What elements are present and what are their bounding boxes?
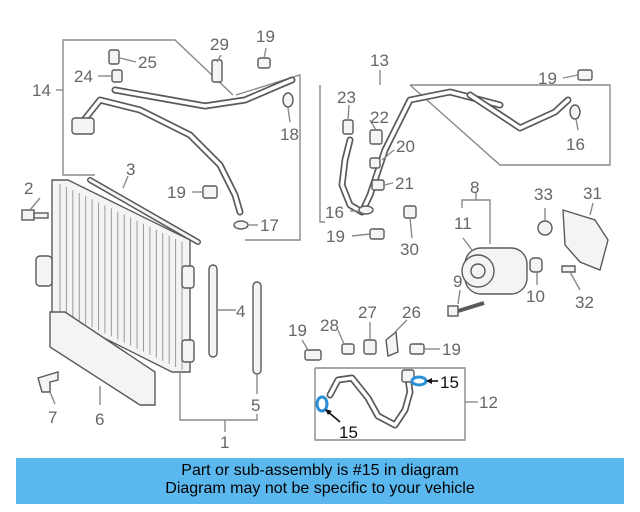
callout-30: 30 xyxy=(400,240,419,259)
callout-24: 24 xyxy=(74,67,93,86)
group-13-frame-right xyxy=(409,84,611,166)
callout-19-condenser: 19 xyxy=(167,183,186,202)
part-26-bracket xyxy=(385,330,399,357)
callout-1: 1 xyxy=(220,433,229,452)
callout-31: 31 xyxy=(583,184,602,203)
callout-13: 13 xyxy=(370,51,389,70)
callout-12: 12 xyxy=(479,393,498,412)
leader-lines xyxy=(29,47,594,432)
callout-20: 20 xyxy=(396,137,415,156)
callout-21: 21 xyxy=(395,174,414,193)
part-7-bracket xyxy=(37,371,59,393)
part-19-bolt-b xyxy=(409,343,425,355)
callout-19-top-right: 19 xyxy=(538,69,557,88)
callout-25: 25 xyxy=(138,53,157,72)
callout-14: 14 xyxy=(32,81,51,100)
group-14-frame-right xyxy=(235,74,301,241)
callout-15-lower: 15 xyxy=(339,423,358,442)
callout-7: 7 xyxy=(48,408,57,427)
callout-33: 33 xyxy=(534,185,553,204)
part-27-clip xyxy=(363,339,377,355)
group-13-frame xyxy=(319,85,325,223)
callout-3: 3 xyxy=(126,160,135,179)
part-4-tube xyxy=(208,264,218,358)
part-5-tube xyxy=(252,281,262,375)
part-10-bushing xyxy=(529,257,543,273)
part-28-grommet xyxy=(341,343,355,355)
callout-19-middle: 19 xyxy=(326,227,345,246)
part-9-bolt xyxy=(447,301,485,317)
part-6-panel xyxy=(49,311,156,406)
part-2-bolt xyxy=(21,209,49,221)
callout-6: 6 xyxy=(95,410,104,429)
callout-11: 11 xyxy=(454,214,472,233)
part-19-bolt-a xyxy=(304,349,322,361)
parts-diagram: 1 2 3 4 5 6 7 8 9 10 11 12 13 14 15 15 1… xyxy=(21,27,611,452)
callout-26: 26 xyxy=(402,303,421,322)
compressor xyxy=(461,247,528,295)
callout-10: 10 xyxy=(526,287,545,306)
callout-8: 8 xyxy=(470,178,479,197)
callout-27: 27 xyxy=(358,303,377,322)
callout-19-bottom-left: 19 xyxy=(288,321,307,340)
condenser-core xyxy=(35,179,195,373)
group-12-frame xyxy=(314,367,466,441)
banner-line-part-number: Part or sub-assembly is #15 in diagram xyxy=(181,462,459,479)
callout-numbers: 1 2 3 4 5 6 7 8 9 10 11 12 13 14 15 15 1… xyxy=(24,27,602,452)
callout-19-top-left: 19 xyxy=(256,27,275,46)
callout-15-upper: 15 xyxy=(440,373,459,392)
callout-29: 29 xyxy=(210,35,229,54)
callout-22: 22 xyxy=(370,108,389,127)
callout-16-right: 16 xyxy=(566,135,585,154)
part-15-o-ring-upper xyxy=(410,375,428,387)
part-32-clip xyxy=(561,265,576,273)
callout-18: 18 xyxy=(280,125,299,144)
callout-19-bottom-right: 19 xyxy=(442,340,461,359)
callout-28: 28 xyxy=(320,316,339,335)
part-33-nut xyxy=(537,220,553,236)
callout-32: 32 xyxy=(575,293,594,312)
callout-16-left: 16 xyxy=(325,203,344,222)
callout-17: 17 xyxy=(260,216,279,235)
info-banner: Part or sub-assembly is #15 in diagram D… xyxy=(16,458,624,504)
callout-23: 23 xyxy=(337,88,356,107)
banner-line-disclaimer: Diagram may not be specific to your vehi… xyxy=(165,480,475,497)
callout-4: 4 xyxy=(236,302,245,321)
callout-2: 2 xyxy=(24,179,33,198)
group-14-frame xyxy=(62,39,234,176)
part-15-o-ring-lower xyxy=(315,395,329,413)
part-31-shield xyxy=(562,209,609,271)
callout-9: 9 xyxy=(453,272,462,291)
callout-5: 5 xyxy=(251,396,260,415)
